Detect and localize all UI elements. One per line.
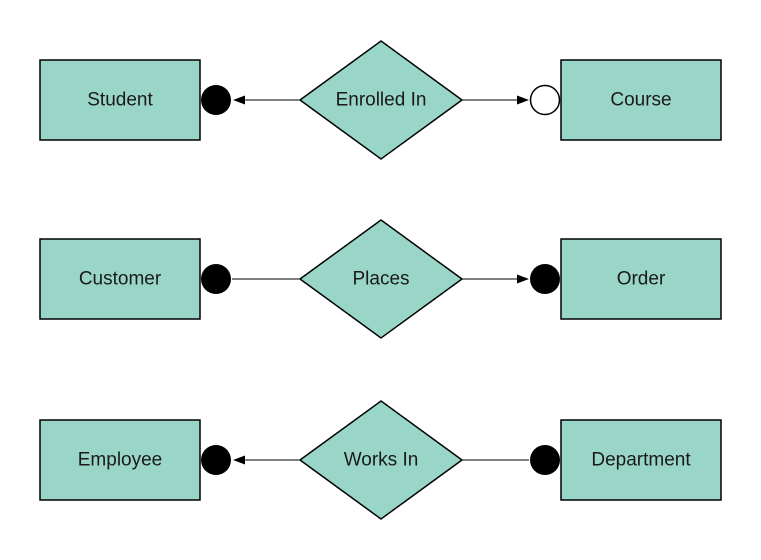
relationship-diamond-enrolled-in [298, 40, 464, 160]
entity-label-customer: Customer [79, 269, 162, 290]
cardinality-dot-open [529, 84, 561, 116]
entity-label-course: Course [610, 90, 671, 111]
relationship-label-works-in: Works In [344, 450, 419, 471]
entity-label-student: Student [87, 90, 153, 111]
entity-box-department [560, 419, 722, 501]
arrowhead-right-icon [517, 95, 529, 105]
entity-label-department: Department [591, 450, 691, 471]
relationship-label-enrolled-in: Enrolled In [336, 90, 427, 111]
entity-label-employee: Employee [78, 450, 163, 471]
entity-box-employee [39, 419, 201, 501]
cardinality-dot-filled [201, 85, 231, 115]
cardinality-dot-filled [530, 445, 560, 475]
cardinality-dot-filled [201, 445, 231, 475]
entity-box-course [560, 59, 722, 141]
er-row-employee-department: Employee Works In Department [39, 400, 722, 520]
entity-box-student [39, 59, 201, 141]
er-row-student-course: Student Enrolled In Course [39, 40, 722, 160]
entity-label-order: Order [617, 269, 666, 290]
arrowhead-right-icon [517, 274, 529, 284]
relationship-label-places: Places [352, 269, 409, 290]
entity-box-customer [39, 238, 201, 320]
er-row-customer-order: Customer Places Order [39, 219, 722, 339]
arrowhead-left-icon [233, 455, 245, 465]
cardinality-dot-filled [530, 264, 560, 294]
entity-box-order [560, 238, 722, 320]
cardinality-dot-filled [201, 264, 231, 294]
relationship-diamond-places [298, 219, 464, 339]
relationship-diamond-works-in [298, 400, 464, 520]
arrowhead-left-icon [233, 95, 245, 105]
